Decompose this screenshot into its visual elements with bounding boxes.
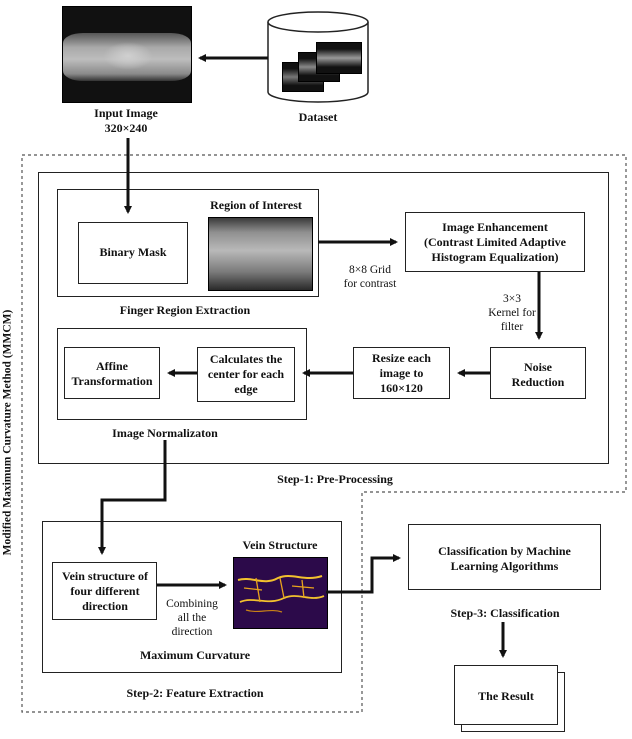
roi-image [208, 217, 313, 291]
step3-label: Step-3: Classification [450, 606, 560, 620]
classification-box[interactable] [408, 524, 601, 590]
input-image-size: 320×240 [104, 121, 148, 135]
center-line1: Calculates the [209, 352, 283, 366]
roi-title: Region of Interest [210, 198, 302, 212]
affine-line1: Affine [96, 359, 128, 373]
vein-structure-image [233, 557, 328, 629]
classification-line1: Classification by Machine [438, 544, 571, 558]
result-label: The Result [478, 689, 534, 703]
vein-dir-line2: four different [70, 584, 140, 598]
max-curvature-caption: Maximum Curvature [139, 648, 251, 662]
kernel-note-line2: Kernel for [488, 307, 536, 319]
calc-center-box[interactable] [197, 347, 295, 402]
result-box[interactable] [454, 665, 558, 725]
resize-line3: 160×120 [380, 381, 423, 395]
enhancement-line1: Image Enhancement [442, 220, 548, 234]
normalization-caption: Image Normalizaton [112, 426, 218, 440]
binary-mask-label: Binary Mask [99, 245, 167, 259]
input-finger-image [62, 6, 192, 103]
vein-dir-line1: Vein structure of [62, 569, 148, 583]
vein-dir-line3: direction [82, 599, 128, 613]
affine-box[interactable] [64, 347, 160, 399]
noise-reduction-box[interactable] [490, 347, 586, 399]
combining-line2: all the [177, 612, 207, 624]
grid-note-line1: 8×8 Grid [349, 264, 391, 276]
kernel-note-line1: 3×3 [503, 293, 521, 305]
binary-mask-box[interactable] [78, 222, 188, 284]
input-image-title: Input Image [94, 106, 158, 120]
step2-label: Step-2: Feature Extraction [126, 686, 264, 700]
step1-label: Step-1: Pre-Processing [277, 472, 393, 486]
vein-structure-title: Vein Structure [242, 538, 318, 552]
affine-line2: Transformation [71, 374, 153, 388]
enhancement-line2: (Contrast Limited Adaptive [424, 235, 566, 249]
dataset-label: Dataset [298, 110, 338, 124]
kernel-note-line3: filter [500, 321, 524, 333]
method-vertical-label: Modified Maximum Curvature Method (MMCM) [1, 309, 14, 556]
resize-line1: Resize each [372, 351, 431, 365]
dataset-thumb-3 [316, 42, 362, 74]
center-line2: center for each [207, 367, 285, 381]
classification-line2: Learning Algorithms [450, 559, 559, 573]
center-line3: edge [234, 382, 258, 396]
finger-region-caption: Finger Region Extraction [119, 303, 251, 317]
grid-note-line2: for contrast [343, 278, 397, 290]
resize-line2: image to [379, 366, 424, 380]
noise-line1: Noise [524, 360, 552, 374]
image-enhancement-box[interactable] [405, 212, 585, 272]
resize-box[interactable] [353, 347, 450, 399]
vein-direction-box[interactable] [52, 562, 157, 620]
enhancement-line3: Histogram Equalization) [431, 250, 559, 264]
noise-line2: Reduction [511, 375, 565, 389]
combining-line1: Combining [166, 598, 218, 610]
combining-line3: direction [171, 626, 213, 638]
